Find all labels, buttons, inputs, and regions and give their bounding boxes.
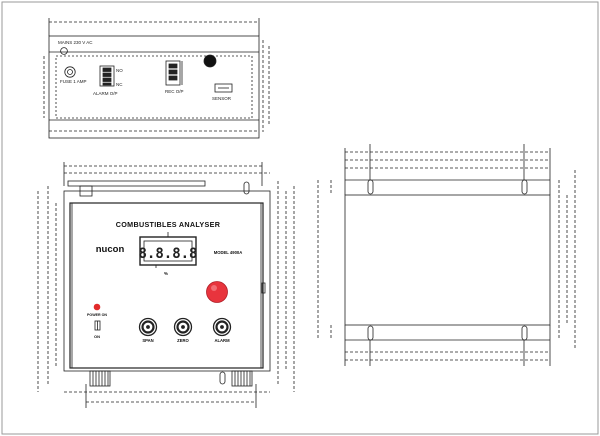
zero-label: ZERO <box>177 338 189 343</box>
span-knob-icon[interactable] <box>138 317 158 337</box>
front-panel <box>69 202 264 369</box>
model-label: MODEL 4900A <box>214 250 243 255</box>
instrument-title: COMBUSTIBLES ANALYSER <box>116 220 221 229</box>
power-on-label: POWER ON <box>87 313 107 317</box>
alarm-terminal-block-icon <box>99 65 115 87</box>
alarm-label: ALARM <box>214 338 230 343</box>
rec-op-label: REC O/P <box>165 89 184 94</box>
nc-label: NC <box>116 82 123 87</box>
display-readout: 8.8.8.8 <box>138 246 197 262</box>
enclosure-body <box>63 190 271 372</box>
power-lamp-icon <box>93 303 101 311</box>
rear-view <box>317 144 576 366</box>
zero-knob-icon[interactable] <box>173 317 193 337</box>
front-panel-labels: COMBUSTIBLES ANALYSER nucon MODEL 4900A … <box>87 220 242 343</box>
alarm-lamp-highlight <box>211 285 217 291</box>
alarm-op-label: ALARM O/P <box>93 91 118 96</box>
alarm-lamp-icon <box>206 281 228 303</box>
top-view-labels: MAINS 230 V AC FUSE 1 AMP NO NC ALARM O/… <box>58 40 232 101</box>
span-label: SPAN <box>142 338 153 343</box>
sensor-label: SENSOR <box>212 96 232 101</box>
switch-label: ON <box>94 334 100 339</box>
fuse-label: FUSE 1 AMP <box>60 79 87 84</box>
sensor-connector-icon <box>214 83 233 93</box>
rear-body <box>344 194 551 326</box>
unit-label: % <box>164 271 168 276</box>
cable-gland-icon <box>203 54 217 68</box>
bottom-gland-left-icon <box>89 370 111 387</box>
brand-logo: nucon <box>96 244 125 255</box>
top-view-body <box>48 35 260 139</box>
top-view <box>43 18 270 139</box>
front-view <box>37 162 295 408</box>
no-label: NO <box>116 68 123 73</box>
bottom-gland-right-icon <box>231 370 253 387</box>
power-socket-icon <box>60 47 68 55</box>
power-label: MAINS 230 V AC <box>58 40 93 45</box>
rec-terminal-block-icon <box>165 60 183 86</box>
fuse-holder-icon <box>64 66 76 78</box>
alarm-knob-icon[interactable] <box>212 317 232 337</box>
power-switch-icon[interactable] <box>94 320 101 331</box>
